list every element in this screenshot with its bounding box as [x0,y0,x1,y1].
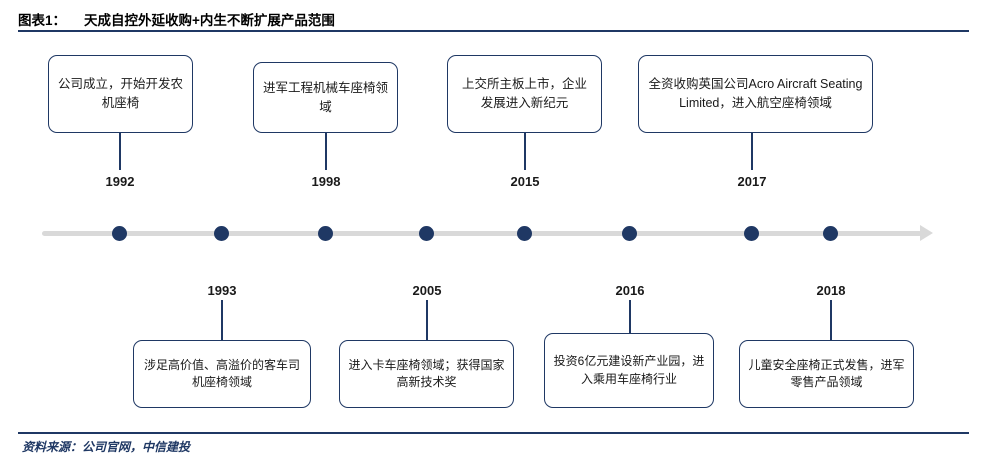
connector-2016 [629,300,631,340]
callout-1992: 公司成立，开始开发农机座椅 [48,55,193,133]
timeline-dot-1998 [318,226,333,241]
footer-divider [18,432,969,434]
callout-2017: 全资收购英国公司Acro Aircraft Seating Limited，进入… [638,55,873,133]
connector-2015 [524,132,526,170]
source-note: 资料来源：公司官网，中信建投 [22,440,191,454]
year-label-2018: 2018 [816,283,846,298]
callout-2018: 儿童安全座椅正式发售，进军零售产品领域 [739,340,914,408]
connector-2018 [830,300,832,340]
connector-1998 [325,132,327,170]
connector-1992 [119,132,121,170]
timeline-axis [42,231,922,236]
year-label-2005: 2005 [412,283,442,298]
callout-2015: 上交所主板上市，企业发展进入新纪元 [447,55,602,133]
timeline-dot-2005 [419,226,434,241]
connector-1993 [221,300,223,340]
year-label-2017: 2017 [737,174,767,189]
callout-1998-text: 进军工程机械车座椅领域 [262,80,388,114]
timeline-dot-2015 [517,226,532,241]
callout-2016-text: 投资6亿元建设新产业园，进入乘用车座椅行业 [553,354,705,386]
callout-2015-text: 上交所主板上市，企业发展进入新纪元 [461,77,587,110]
header-divider [18,30,969,32]
connector-2005 [426,300,428,340]
callout-1993: 涉足高价值、高溢价的客车司机座椅领域 [133,340,311,408]
callout-2018-text: 儿童安全座椅正式发售，进军零售产品领域 [748,357,905,389]
year-label-2015: 2015 [510,174,540,189]
page-title: 天成自控外延收购+内生不断扩展产品范围 [84,13,335,28]
year-label-1993: 1993 [207,283,237,298]
callout-2005-text: 进入卡车座椅领域；获得国家高新技术奖 [348,357,505,389]
connector-2017 [751,132,753,170]
callout-2017-text: 全资收购英国公司Acro Aircraft Seating Limited，进入… [648,77,863,110]
timeline-arrow-icon [920,225,933,241]
callout-1992-text: 公司成立，开始开发农机座椅 [57,77,183,110]
timeline-dot-1993 [214,226,229,241]
callout-2016: 投资6亿元建设新产业园，进入乘用车座椅行业 [544,333,714,408]
figure-label: 图表1： [18,13,67,28]
callout-2005: 进入卡车座椅领域；获得国家高新技术奖 [339,340,514,408]
timeline-dot-2018 [823,226,838,241]
timeline-dot-1992 [112,226,127,241]
year-label-2016: 2016 [615,283,645,298]
timeline-dot-2016 [622,226,637,241]
figure-header: 图表1： 天成自控外延收购+内生不断扩展产品范围 [18,6,969,32]
year-label-1998: 1998 [311,174,341,189]
year-label-1992: 1992 [105,174,135,189]
timeline-dot-2017 [744,226,759,241]
callout-1993-text: 涉足高价值、高溢价的客车司机座椅领域 [143,357,300,389]
callout-1998: 进军工程机械车座椅领域 [253,62,398,133]
